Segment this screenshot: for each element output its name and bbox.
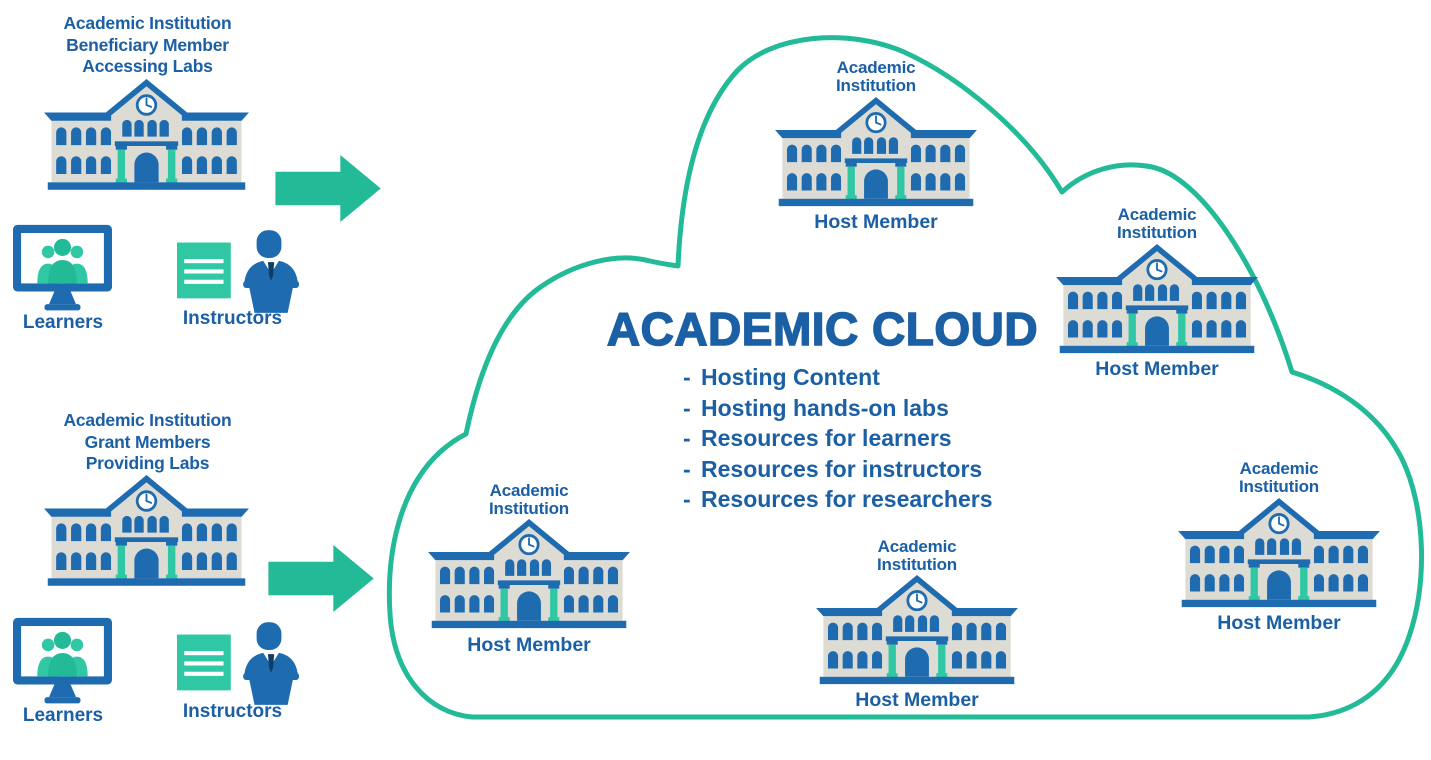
bullet-dash: -: [683, 425, 691, 452]
instructors-icon: [177, 230, 299, 315]
feature-text: Hosting hands-on labs: [701, 394, 949, 421]
member-caption: Academic Institution: [1077, 206, 1237, 242]
flow-arrow-icon: [275, 155, 382, 222]
feature-item: -Hosting Content: [683, 362, 1063, 393]
instructors-label: Instructors: [182, 308, 283, 329]
academic-building-icon: [44, 78, 249, 194]
feature-text: Hosting Content: [701, 364, 880, 390]
caption-line: Academic: [1239, 459, 1319, 478]
host-member-label: Host Member: [1217, 612, 1341, 634]
caption-line: Accessing Labs: [82, 56, 213, 76]
caption-line: Academic: [1117, 205, 1197, 224]
feature-text: Resources for researchers: [701, 486, 993, 513]
bullet-dash: -: [683, 486, 691, 513]
caption-line: Academic Institution: [63, 13, 232, 33]
member-caption: Academic Institution: [449, 482, 609, 518]
caption-line: Academic Institution: [63, 410, 232, 430]
caption-line: Academic: [489, 481, 569, 500]
member-caption: Academic Institution: [837, 538, 997, 574]
grant-group-caption: Academic Institution Grant Members Provi…: [25, 410, 270, 475]
learners-label: Learners: [22, 312, 104, 333]
feature-item: -Resources for instructors: [683, 454, 1063, 485]
flow-arrow-icon: [268, 545, 375, 612]
host-member-label: Host Member: [814, 211, 938, 233]
feature-text: Resources for instructors: [701, 455, 983, 482]
feature-text: Resources for learners: [701, 425, 952, 452]
member-caption: Academic Institution: [1199, 460, 1359, 496]
caption-line: Institution: [877, 555, 957, 574]
caption-line: Beneficiary Member: [66, 34, 229, 55]
caption-line: Institution: [1239, 477, 1319, 496]
host-member-label: Host Member: [855, 689, 979, 711]
host-member-label: Host Member: [467, 634, 591, 656]
academic-building-icon: [1178, 497, 1380, 611]
bullet-dash: -: [683, 455, 691, 482]
cloud-title: ACADEMIC CLOUD: [606, 302, 1039, 356]
caption-line: Institution: [1117, 223, 1197, 242]
instructors-icon: [177, 622, 299, 707]
learners-icon: [12, 224, 113, 314]
feature-item: -Resources for learners: [683, 423, 1063, 454]
learners-label: Learners: [22, 705, 104, 726]
caption-line: Providing Labs: [85, 453, 210, 473]
beneficiary-group-caption: Academic Institution Beneficiary Member …: [25, 13, 270, 78]
caption-line: Grant Members: [84, 431, 211, 452]
academic-building-icon: [44, 474, 249, 590]
member-caption: Academic Institution: [796, 59, 956, 95]
bullet-dash: -: [683, 364, 691, 390]
host-member-label: Host Member: [1095, 358, 1219, 380]
feature-item: -Hosting hands-on labs: [683, 393, 1063, 424]
academic-building-icon: [775, 96, 977, 210]
caption-line: Academic: [877, 537, 957, 556]
caption-line: Institution: [836, 76, 916, 95]
learners-icon: [12, 617, 113, 707]
caption-line: Institution: [489, 499, 569, 518]
caption-line: Academic: [836, 58, 916, 77]
academic-building-icon: [816, 574, 1018, 688]
academic-building-icon: [1056, 243, 1258, 357]
academic-building-icon: [428, 518, 630, 632]
instructors-label: Instructors: [182, 701, 283, 722]
cloud-feature-list: -Hosting Content -Hosting hands-on labs …: [683, 362, 1063, 515]
bullet-dash: -: [683, 394, 691, 421]
feature-item: -Resources for researchers: [683, 484, 1063, 515]
